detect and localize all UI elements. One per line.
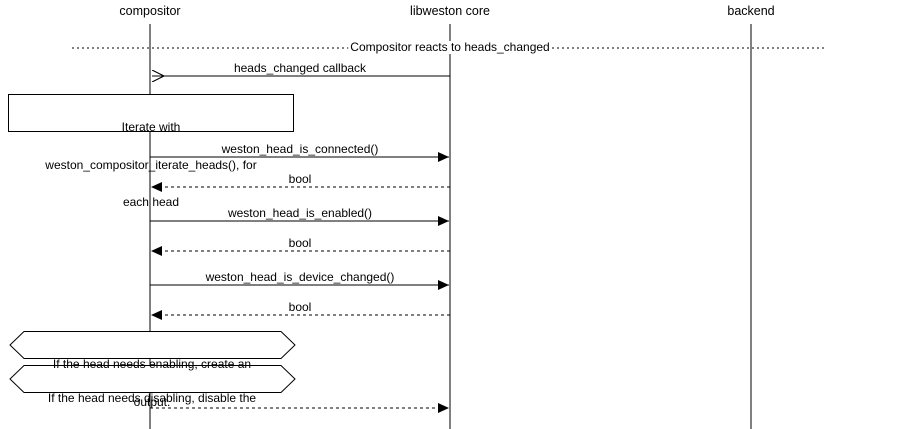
note-rect-iterate-heads bbox=[8, 94, 294, 132]
message-label-heads-changed-callback: heads_changed callback bbox=[233, 61, 367, 75]
note-line: weston_compositor_iterate_heads(), for bbox=[45, 157, 257, 172]
note-hexagon-disable-head bbox=[9, 365, 296, 393]
participant-label-compositor: compositor bbox=[119, 4, 181, 18]
note-text-enable-head: If the head needs enabling, create an ou… bbox=[53, 333, 251, 429]
message-label-bool-3: bool bbox=[288, 300, 312, 314]
message-label-bool-2: bool bbox=[288, 236, 312, 250]
note-line: each head bbox=[122, 195, 180, 209]
message-label-weston-head-is-connected: weston_head_is_connected() bbox=[221, 142, 379, 156]
message-label-weston-head-is-device-changed: weston_head_is_device_changed() bbox=[205, 270, 395, 284]
participant-label-libweston-core: libweston core bbox=[410, 4, 490, 18]
note-line: If the head needs enabling, create an bbox=[52, 357, 252, 371]
lifelines bbox=[149, 24, 752, 429]
note-shapes bbox=[8, 94, 296, 393]
participant-label-backend: backend bbox=[727, 4, 775, 18]
note-line: output. bbox=[133, 394, 171, 409]
note-line: Iterate with bbox=[121, 120, 181, 134]
divider-label: Compositor reacts to heads_changed bbox=[348, 40, 552, 54]
note-hexagon-enable-head bbox=[9, 331, 296, 359]
message-label-weston-head-is-enabled: weston_head_is_enabled() bbox=[227, 206, 373, 220]
note-text-iterate-heads: Iterate with weston_compositor_iterate_h… bbox=[45, 96, 256, 234]
message-arrows bbox=[150, 76, 450, 413]
note-line: If the head needs disabling, disable the bbox=[47, 391, 257, 405]
note-text-disable-head: If the head needs disabling, disable the… bbox=[48, 367, 256, 429]
message-label-bool-1: bool bbox=[288, 172, 312, 186]
